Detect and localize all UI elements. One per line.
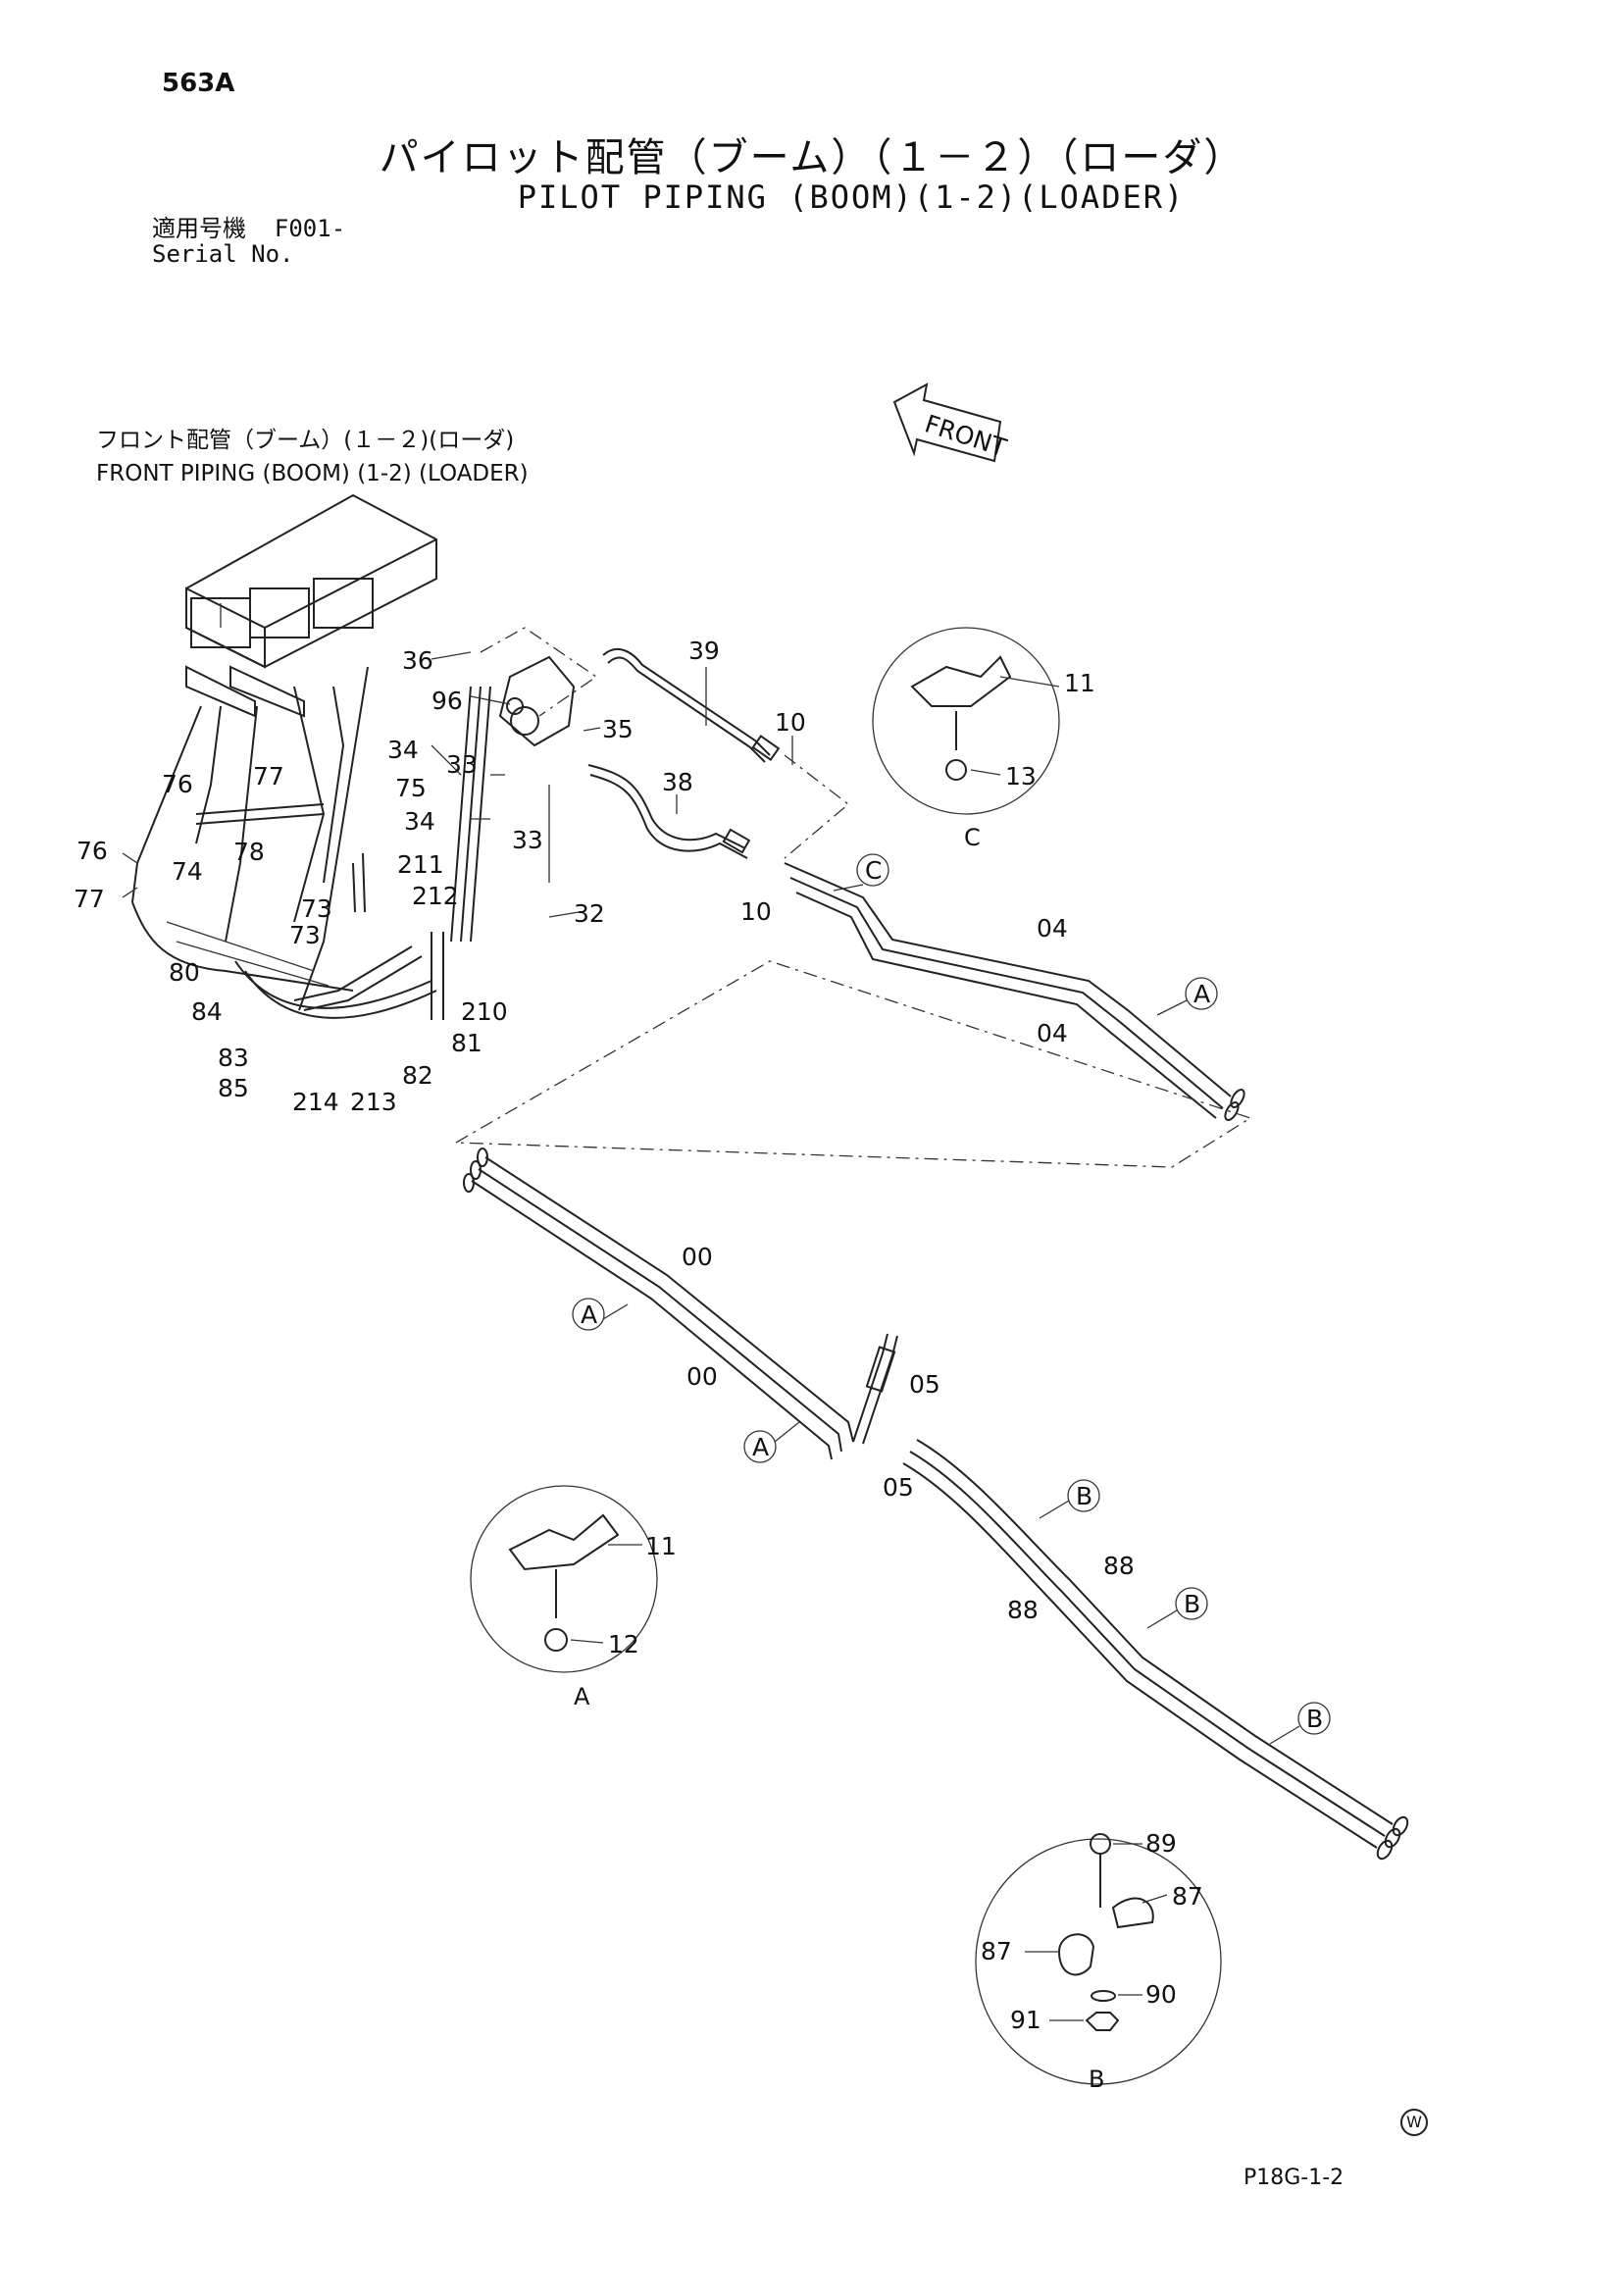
callout-76-upper: 76 — [162, 770, 193, 798]
callout-10-upper: 10 — [775, 708, 806, 737]
callout-39: 39 — [688, 637, 720, 665]
callout-83: 83 — [218, 1044, 249, 1072]
callout-05-upper: 05 — [909, 1370, 940, 1399]
callout-213: 213 — [350, 1088, 397, 1116]
callout-00-lower: 00 — [686, 1362, 718, 1391]
pipe-04 — [784, 862, 1245, 1122]
callout-00-upper: 00 — [682, 1243, 713, 1271]
callout-211: 211 — [397, 850, 444, 879]
pipe-00 — [463, 1148, 898, 1460]
callout-214: 214 — [292, 1088, 339, 1116]
callout-75: 75 — [395, 774, 427, 802]
ref-marker-a3: A — [752, 1433, 769, 1461]
serial-value: F001- — [274, 215, 346, 242]
callout-78: 78 — [233, 838, 265, 866]
front-arrow: FRONT — [892, 383, 1010, 463]
callout-04-lower: 04 — [1037, 1019, 1068, 1047]
callout-35: 35 — [602, 715, 634, 743]
callout-81: 81 — [451, 1029, 482, 1057]
control-valve-block — [185, 493, 437, 718]
callout-11-detail-c: 11 — [1064, 669, 1095, 697]
callout-96: 96 — [431, 687, 463, 715]
callout-73-upper: 73 — [301, 894, 332, 923]
callout-77-lower: 77 — [74, 885, 105, 913]
callout-89: 89 — [1145, 1829, 1177, 1858]
detail-label-b: B — [1089, 2066, 1104, 2093]
callout-04-upper: 04 — [1037, 914, 1068, 943]
callout-90: 90 — [1145, 1980, 1177, 2009]
callout-73-lower: 73 — [289, 921, 321, 949]
section-title-japanese: フロント配管（ブーム）(１－２)(ローダ) — [96, 428, 515, 453]
ref-marker-c: C — [865, 856, 882, 885]
ref-marker-a2: A — [581, 1301, 597, 1329]
page-title-english: PILOT PIPING (BOOM)(1-2)(LOADER) — [517, 179, 1186, 216]
callout-88-right: 88 — [1103, 1552, 1135, 1580]
callout-87-right: 87 — [1172, 1882, 1203, 1911]
callout-11-detail-a: 11 — [645, 1532, 677, 1560]
callout-85: 85 — [218, 1074, 249, 1102]
pipe-88 — [902, 1439, 1409, 1861]
callout-34-lower: 34 — [404, 807, 435, 836]
callout-33-upper: 33 — [446, 750, 478, 779]
callout-87-left: 87 — [981, 1937, 1012, 1965]
ref-marker-b1: B — [1076, 1482, 1092, 1510]
serial-block: 適用号機 F001- Serial No. — [152, 216, 345, 267]
ref-marker-a1: A — [1193, 980, 1210, 1008]
detail-circle-c: C — [872, 627, 1060, 851]
page-code: 563A — [162, 69, 235, 98]
detail-label-c: C — [964, 824, 981, 851]
callout-212: 212 — [412, 882, 459, 910]
detail-circle-b: B — [975, 1833, 1222, 2093]
callout-33-lower: 33 — [512, 826, 543, 854]
section-title-english: FRONT PIPING (BOOM) (1-2) (LOADER) — [96, 461, 529, 486]
callout-91: 91 — [1010, 2006, 1041, 2034]
serial-label-english: Serial No. — [152, 240, 294, 268]
callout-77-upper: 77 — [253, 762, 284, 791]
callout-05-lower: 05 — [883, 1473, 914, 1502]
drawing-code: P18G-1-2 — [1243, 2166, 1345, 2190]
callout-34-upper: 34 — [387, 736, 419, 764]
callout-84: 84 — [191, 997, 223, 1026]
callout-32: 32 — [574, 899, 605, 928]
callout-13: 13 — [1005, 762, 1037, 791]
callout-10-lower: 10 — [740, 897, 772, 926]
callout-74: 74 — [172, 857, 203, 886]
detail-circle-a: A — [470, 1485, 658, 1710]
connection-frame — [453, 960, 1252, 1168]
callout-210: 210 — [461, 997, 508, 1026]
callout-12: 12 — [608, 1630, 639, 1658]
leader-lines — [122, 603, 1300, 2021]
front-arrow-label: FRONT — [921, 409, 1010, 462]
callout-38: 38 — [662, 768, 693, 796]
pilot-hoses-junction — [587, 648, 850, 859]
reference-markers: C A A A B B B — [572, 853, 1331, 1735]
detail-label-a: A — [574, 1683, 590, 1710]
pilot-hoses-left — [131, 666, 491, 1020]
ref-marker-b2: B — [1184, 1590, 1200, 1618]
callout-88-left: 88 — [1007, 1596, 1039, 1624]
junction-block — [480, 627, 598, 747]
callout-76-lower: 76 — [76, 837, 108, 865]
w-mark: W — [1400, 2109, 1428, 2136]
callout-80: 80 — [169, 958, 200, 987]
callout-36: 36 — [402, 646, 433, 675]
callout-numbers: 36 96 35 39 10 38 10 34 33 34 33 32 75 7… — [74, 637, 1203, 2034]
ref-marker-b3: B — [1306, 1705, 1323, 1733]
section-title: フロント配管（ブーム）(１－２)(ローダ) FRONT PIPING (BOOM… — [96, 424, 529, 490]
page-title-japanese: パイロット配管（ブーム）（１－２）（ローダ） — [379, 135, 1245, 180]
callout-82: 82 — [402, 1061, 433, 1090]
serial-label-japanese: 適用号機 — [152, 215, 246, 242]
